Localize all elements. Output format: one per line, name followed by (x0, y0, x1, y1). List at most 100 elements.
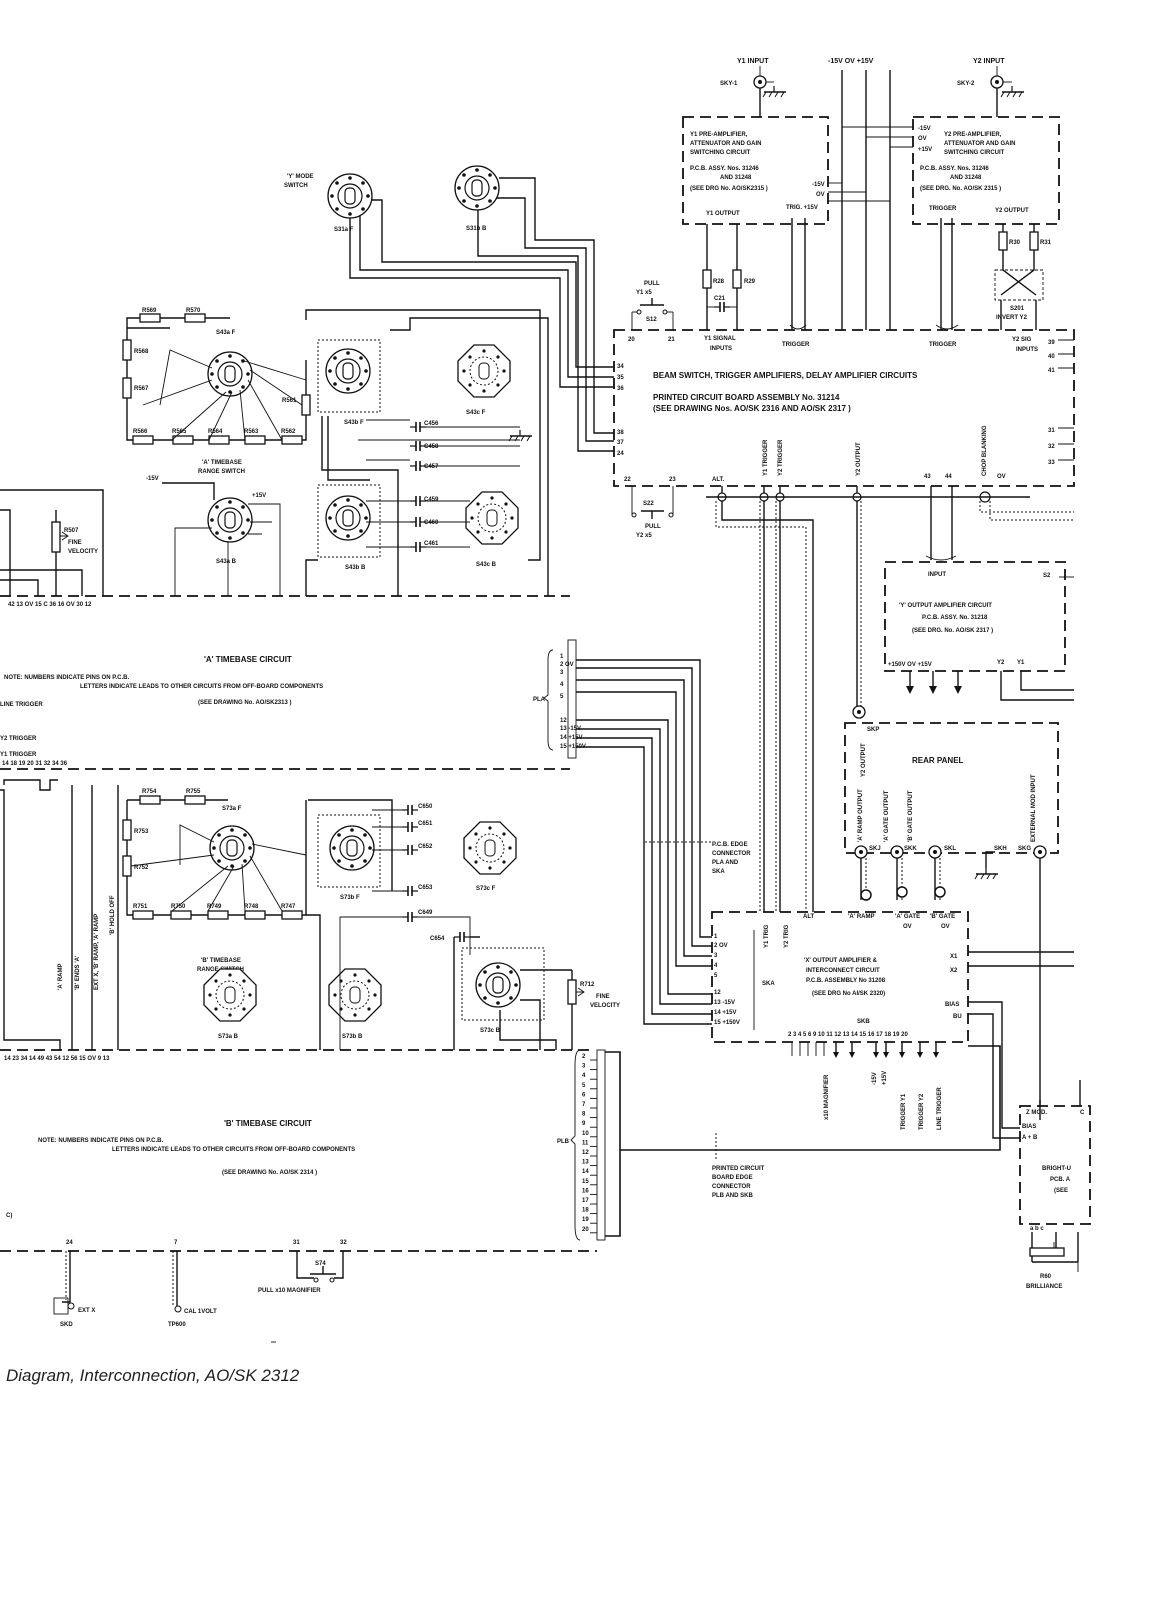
svg-text:S43c F: S43c F (466, 410, 486, 416)
svg-text:FINE: FINE (68, 540, 82, 546)
svg-text:PULL: PULL (644, 281, 660, 287)
connector-pin-label: 7 (582, 1102, 586, 1108)
connector-pin-label: 2 (582, 1054, 586, 1060)
svg-text:OV: OV (918, 136, 927, 142)
svg-text:Y2 OUTPUT: Y2 OUTPUT (995, 208, 1029, 214)
svg-text:SKJ: SKJ (869, 846, 881, 852)
rear-panel-box (844, 722, 1059, 854)
svg-text:S73a F: S73a F (222, 806, 242, 812)
svg-text:(SEE DRG No. AO/SK2315 ): (SEE DRG No. AO/SK2315 ) (690, 186, 768, 192)
svg-text:R749: R749 (207, 904, 222, 910)
connector-pin-label: 5 (582, 1083, 586, 1089)
svg-text:39: 39 (1048, 340, 1055, 346)
connector-pin-label: 11 (582, 1140, 589, 1146)
svg-text:R563: R563 (244, 429, 259, 435)
svg-text:+15V: +15V (918, 147, 932, 153)
svg-text:(SEE DRAWING Nos. AO/SK 2316: (SEE DRAWING Nos. AO/SK 2316 AND AO/SK 2… (653, 404, 851, 413)
svg-text:CHOP BLANKING: CHOP BLANKING (982, 425, 988, 476)
svg-text:'B' GATE: 'B' GATE (930, 914, 955, 920)
svg-text:ALT.: ALT. (712, 477, 725, 483)
svg-text:31: 31 (293, 1240, 300, 1246)
svg-text:Y2 TRIGGER: Y2 TRIGGER (778, 439, 784, 476)
figure-caption: Diagram, Interconnection, AO/SK 2312 (6, 1366, 300, 1385)
svg-text:Y1 SIGNAL: Y1 SIGNAL (704, 336, 736, 342)
svg-text:a b c: a b c (1030, 1226, 1044, 1232)
connector-pin-label: 6 (582, 1092, 586, 1098)
b-timebase-resistor-network: R754 R755 R753 R752 R751 R750 R749 R748 … (122, 789, 307, 1040)
svg-text:SKP: SKP (867, 727, 879, 733)
svg-text:SKA: SKA (762, 981, 775, 987)
svg-text:Z MOD.: Z MOD. (1026, 1110, 1047, 1116)
svg-text:PRINTED CIRCUIT: PRINTED CIRCUIT (712, 1166, 765, 1172)
connector-pin-label: 20 (582, 1227, 589, 1233)
svg-text:Y2 TRIGGER: Y2 TRIGGER (0, 736, 37, 742)
c21-label: C21 (714, 296, 726, 302)
y-output-amp-text: INPUT S2 'Y' OUTPUT AMPLIFIER CIRCUIT P.… (888, 572, 1051, 668)
svg-text:C649: C649 (418, 910, 433, 916)
svg-text:R712: R712 (580, 982, 595, 988)
svg-text:BEAM SWITCH, TRIGGER AMPLIFIER: BEAM SWITCH, TRIGGER AMPLIFIERS, DELAY A… (653, 371, 918, 380)
pla-pin-label: 1 (560, 654, 564, 660)
svg-text:Y1: Y1 (1017, 660, 1025, 666)
svg-text:-15V: -15V (812, 182, 825, 188)
svg-text:'A' RAMP OUTPUT: 'A' RAMP OUTPUT (858, 789, 864, 842)
b-timebase-notes: 'B' TIMEBASE CIRCUIT NOTE: NUMBERS INDIC… (38, 1119, 355, 1176)
svg-text:AND 31248: AND 31248 (950, 175, 982, 181)
svg-text:Y2 SIG: Y2 SIG (1012, 337, 1032, 343)
svg-text:PLA AND: PLA AND (712, 860, 739, 866)
svg-text:Y2 OUTPUT: Y2 OUTPUT (856, 442, 862, 476)
svg-text:PCB. A: PCB. A (1050, 1177, 1071, 1183)
svg-text:R570: R570 (186, 308, 201, 314)
svg-text:'A' RAMP: 'A' RAMP (58, 963, 64, 990)
pla-pin-label: 3 (560, 670, 564, 676)
pla-pin-label: 14 +15V (560, 735, 583, 741)
svg-text:24: 24 (66, 1240, 73, 1246)
svg-text:SWITCHING CIRCUIT: SWITCHING CIRCUIT (944, 150, 1005, 156)
svg-text:C650: C650 (418, 804, 433, 810)
svg-text:EXTERNAL MOD INPUT: EXTERNAL MOD INPUT (1031, 774, 1037, 842)
svg-text:AND 31248: AND 31248 (720, 175, 752, 181)
svg-text:x10 MAGNIFIER: x10 MAGNIFIER (824, 1074, 830, 1120)
svg-text:7: 7 (174, 1240, 178, 1246)
connector-pin-label: 12 (582, 1150, 589, 1156)
svg-text:SKD: SKD (60, 1322, 73, 1328)
svg-text:+15V: +15V (882, 1071, 888, 1085)
a-timebase-s543b-wafers: S43b F S43c F S43b B S43c B C456 C458 C4… (305, 339, 533, 596)
ska-pin-label: 14 +15V (714, 1010, 737, 1016)
svg-text:A + B: A + B (1022, 1135, 1038, 1141)
connector-pin-label: 17 (582, 1198, 589, 1204)
x-output-amp-box (711, 911, 969, 1043)
svg-text:TRIGGER Y2: TRIGGER Y2 (919, 1093, 925, 1130)
svg-text:'A' TIMEBASE: 'A' TIMEBASE (202, 460, 242, 466)
svg-text:X1: X1 (950, 954, 958, 960)
y1-input-label: Y1 INPUT (737, 58, 769, 65)
svg-text:C458: C458 (424, 444, 439, 450)
svg-text:PLB AND SKB: PLB AND SKB (712, 1193, 753, 1199)
svg-text:P.C.B. ASSEMBLY No 31208: P.C.B. ASSEMBLY No 31208 (806, 978, 886, 984)
svg-text:Y2 PRE-AMPLIFIER,: Y2 PRE-AMPLIFIER, (944, 132, 1002, 138)
svg-text:S73b B: S73b B (342, 1034, 363, 1040)
pla-pin-label: 5 (560, 694, 564, 700)
svg-text:FINE: FINE (596, 994, 610, 1000)
svg-text:R562: R562 (281, 429, 296, 435)
svg-text:S73c B: S73c B (480, 1028, 501, 1034)
a-timebase-resistor-network: R569 R570 R568 R567 R561 R566 R565 R564 … (122, 308, 311, 475)
svg-text:SKB: SKB (857, 1019, 870, 1025)
svg-text:X2: X2 (950, 968, 958, 974)
svg-text:+150V OV +15V: +150V OV +15V (888, 662, 932, 668)
svg-text:LETTERS INDICATE LEADS TO OTHE: LETTERS INDICATE LEADS TO OTHER CIRCUITS… (80, 684, 323, 690)
svg-text:REAR PANEL: REAR PANEL (912, 756, 964, 765)
a-timebase-pin-row: 42 13 OV 15 C 36 16 OV 30 12 (8, 602, 92, 608)
svg-text:20: 20 (628, 337, 635, 343)
svg-text:R565: R565 (172, 429, 187, 435)
svg-text:31: 31 (1048, 428, 1055, 434)
svg-text:(SEE DRG. No. AO/SK 2315 ): (SEE DRG. No. AO/SK 2315 ) (920, 186, 1001, 192)
svg-text:OV: OV (941, 924, 950, 930)
svg-text:21: 21 (668, 337, 675, 343)
svg-text:R568: R568 (134, 349, 149, 355)
invert-y2-switch: R30 R31 S201 INVERT Y2 (994, 224, 1052, 330)
svg-text:Y1 TRIGGER: Y1 TRIGGER (0, 752, 37, 758)
connector-pin-label: 14 (582, 1169, 589, 1175)
sky2-label: SKY-2 (957, 81, 975, 87)
